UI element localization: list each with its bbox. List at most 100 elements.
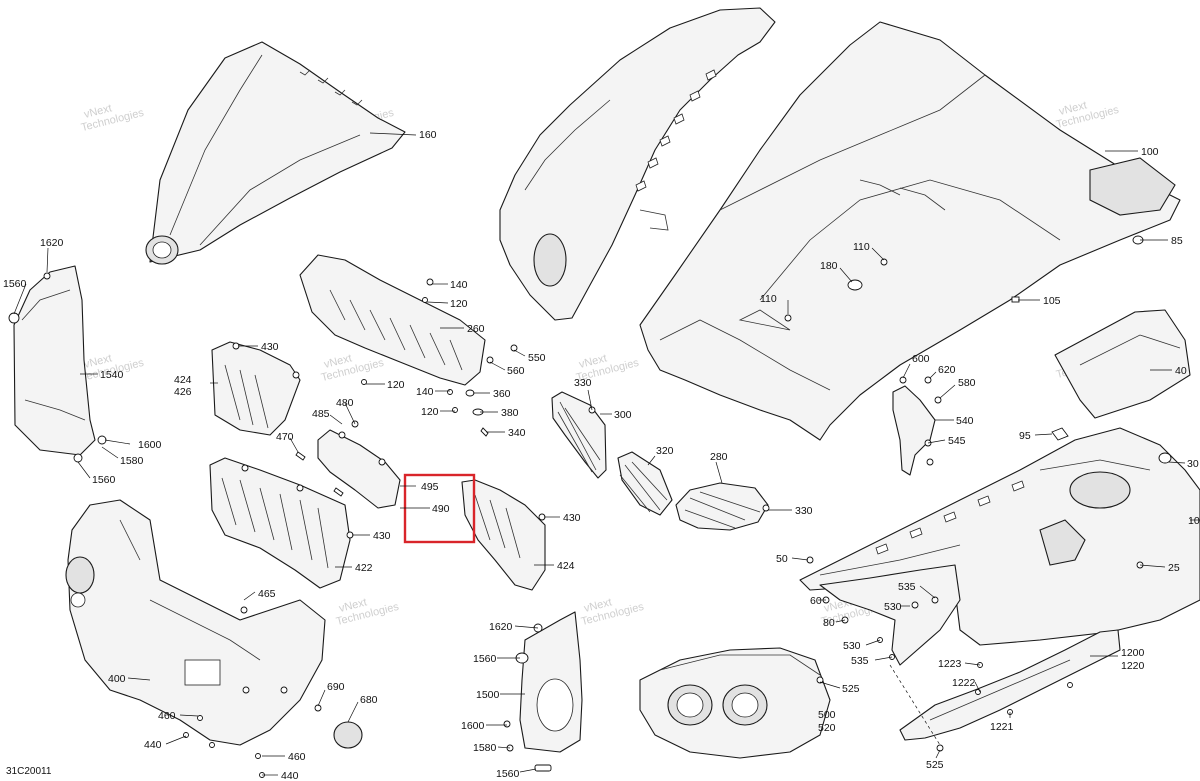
callout-500: 500 bbox=[818, 709, 836, 721]
callout-430-top: 430 bbox=[261, 341, 279, 353]
callout-120-lower: 120 bbox=[421, 406, 439, 418]
callout-380: 380 bbox=[501, 407, 519, 419]
callout-560: 560 bbox=[507, 365, 525, 377]
callout-460-left: 460 bbox=[158, 710, 176, 722]
part-100-hood bbox=[639, 21, 1181, 441]
callout-465: 465 bbox=[258, 588, 276, 600]
callout-10: 10 bbox=[1188, 515, 1200, 527]
callout-80: 80 bbox=[823, 617, 835, 629]
callout-330-top: 330 bbox=[574, 377, 592, 389]
callout-110-top: 110 bbox=[853, 241, 870, 253]
callout-180: 180 bbox=[820, 260, 838, 272]
callout-50: 50 bbox=[776, 553, 788, 565]
part-480-bracket bbox=[295, 420, 401, 509]
part-40-panel bbox=[1054, 309, 1191, 419]
callout-400: 400 bbox=[108, 673, 126, 685]
callout-1600-left: 1600 bbox=[138, 439, 162, 451]
callout-440-bottom: 440 bbox=[281, 770, 299, 781]
part-500-headlight bbox=[639, 647, 831, 759]
callout-1580-left: 1580 bbox=[120, 455, 144, 467]
callout-360: 360 bbox=[493, 388, 511, 400]
fasteners-260-group bbox=[361, 344, 518, 437]
callout-620: 620 bbox=[938, 364, 956, 376]
callout-140-mid: 140 bbox=[416, 386, 434, 398]
leader-lines bbox=[13, 132, 1200, 776]
callout-1560-center-bottom: 1560 bbox=[496, 768, 520, 780]
callout-424-upper: 424 bbox=[174, 374, 192, 386]
callout-424-right: 424 bbox=[557, 560, 575, 572]
callout-105: 105 bbox=[1043, 295, 1061, 307]
callout-485: 485 bbox=[312, 408, 330, 420]
watermark: vNext Technologies bbox=[1055, 99, 1121, 131]
diagram-code: 31C20011 bbox=[6, 766, 52, 777]
callout-580: 580 bbox=[958, 377, 976, 389]
callout-600: 600 bbox=[912, 353, 930, 365]
callout-495: 495 bbox=[421, 481, 439, 493]
callout-1221: 1221 bbox=[990, 721, 1014, 733]
callout-85: 85 bbox=[1171, 235, 1183, 247]
callout-430-lower: 430 bbox=[373, 530, 391, 542]
callout-1223: 1223 bbox=[938, 658, 962, 670]
watermark: vNext Technologies bbox=[580, 596, 646, 628]
callout-260: 260 bbox=[467, 323, 485, 335]
part-540-bracket bbox=[892, 376, 942, 476]
callout-426: 426 bbox=[174, 386, 192, 398]
callout-1200: 1200 bbox=[1121, 647, 1145, 659]
callout-1620-left: 1620 bbox=[40, 237, 64, 249]
callout-120-top: 120 bbox=[450, 298, 468, 310]
watermark: vNext Technologies bbox=[335, 596, 401, 628]
part-160-nose-cover bbox=[145, 41, 406, 265]
callout-460-bottom: 460 bbox=[288, 751, 306, 763]
callout-300: 300 bbox=[614, 409, 632, 421]
part-fender-left bbox=[499, 7, 776, 321]
callout-480: 480 bbox=[336, 397, 354, 409]
part-280-grille bbox=[675, 482, 770, 531]
callout-120-mid: 120 bbox=[387, 379, 405, 391]
callout-340: 340 bbox=[508, 427, 526, 439]
callout-1560-top-left: 1560 bbox=[3, 278, 27, 290]
callout-525-bottom: 525 bbox=[926, 759, 944, 771]
part-400-lower-body bbox=[65, 499, 363, 778]
part-1500-side-panel bbox=[503, 611, 583, 772]
callout-60: 60 bbox=[810, 595, 822, 607]
part-260-grille-frame bbox=[299, 254, 486, 386]
part-1200-trim bbox=[889, 629, 1121, 752]
callout-1600-center: 1600 bbox=[461, 720, 485, 732]
callout-320: 320 bbox=[656, 445, 674, 457]
callout-690: 690 bbox=[327, 681, 345, 693]
watermark: vNext Technologies bbox=[80, 102, 146, 134]
callout-1580-center: 1580 bbox=[473, 742, 497, 754]
callout-1220: 1220 bbox=[1121, 660, 1145, 672]
callout-330-right: 330 bbox=[795, 505, 813, 517]
callout-550: 550 bbox=[528, 352, 546, 364]
callout-labels: 160 100 85 105 110 110 180 1620 1560 154… bbox=[3, 129, 1200, 781]
callout-140-top: 140 bbox=[450, 279, 468, 291]
callout-40: 40 bbox=[1175, 365, 1187, 377]
callout-280: 280 bbox=[710, 451, 728, 463]
highlight-box bbox=[403, 473, 476, 544]
callout-540: 540 bbox=[956, 415, 974, 427]
callout-110-mid: 110 bbox=[760, 293, 777, 305]
callout-525-right: 525 bbox=[842, 683, 860, 695]
part-422-vent-lower bbox=[209, 457, 354, 589]
part-10-rear-body bbox=[799, 427, 1200, 646]
callout-535-top: 535 bbox=[898, 581, 916, 593]
callout-545: 545 bbox=[948, 435, 966, 447]
callout-535-bottom: 535 bbox=[851, 655, 869, 667]
part-300-grille bbox=[551, 391, 607, 479]
callout-1560-center-top: 1560 bbox=[473, 653, 497, 665]
callout-1540: 1540 bbox=[100, 369, 124, 381]
part-320-grille bbox=[617, 451, 673, 516]
callout-25: 25 bbox=[1168, 562, 1180, 574]
part-424-vent-upper bbox=[211, 341, 301, 436]
callout-530-top: 530 bbox=[884, 601, 902, 613]
callout-95: 95 bbox=[1019, 430, 1031, 442]
callout-30: 30 bbox=[1187, 458, 1199, 470]
callout-1500: 1500 bbox=[476, 689, 500, 701]
callout-422: 422 bbox=[355, 562, 373, 574]
callout-1560-bottom-left: 1560 bbox=[92, 474, 116, 486]
callout-100: 100 bbox=[1141, 146, 1159, 158]
callout-160: 160 bbox=[419, 129, 437, 141]
callout-470: 470 bbox=[276, 431, 294, 443]
